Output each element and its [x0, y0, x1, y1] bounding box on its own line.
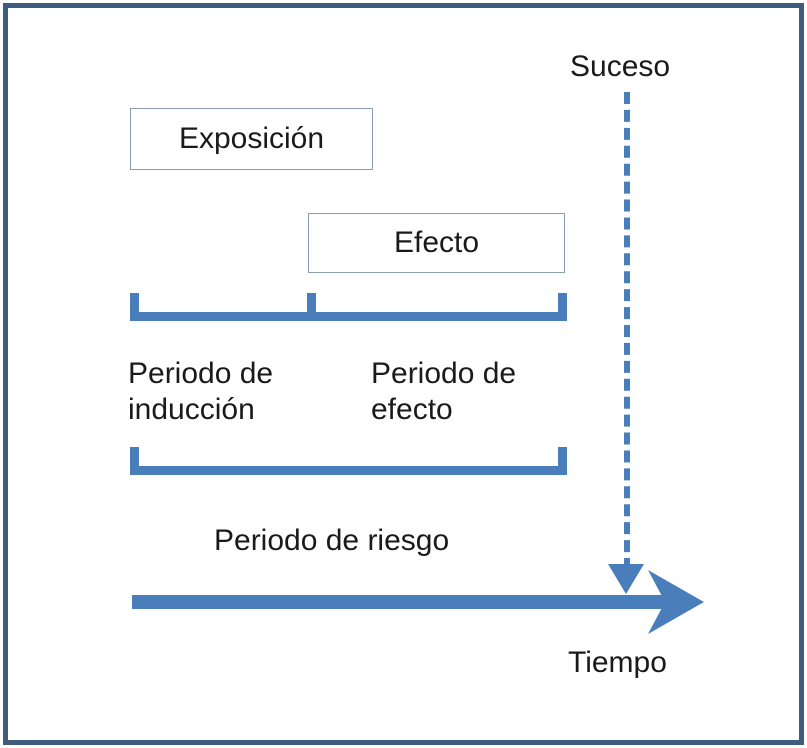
induccion-efecto-bracket-baseline [130, 312, 567, 321]
time-axis-arrowhead [648, 570, 704, 634]
induccion-efecto-bracket-tick-right [558, 293, 567, 315]
exposicion-box[interactable]: Exposición [130, 108, 373, 170]
riesgo-bracket-baseline [130, 466, 567, 475]
exposicion-box-label: Exposición [178, 122, 325, 155]
efecto-box[interactable]: Efecto [308, 213, 565, 273]
periodo-efecto-label: Periodo de efecto [371, 357, 517, 426]
periodo-riesgo-label: Periodo de riesgo [214, 524, 450, 557]
riesgo-bracket-tick-right [558, 447, 567, 469]
periodo-induccion-label: Periodo de inducción [128, 357, 274, 426]
induccion-efecto-bracket-tick-left [130, 293, 139, 315]
efecto-box-label: Efecto [393, 226, 480, 259]
suceso-label: Suceso [570, 50, 671, 83]
suceso-dashed-connector [624, 92, 630, 570]
riesgo-bracket-tick-left [130, 447, 139, 469]
tiempo-label: Tiempo [568, 646, 667, 679]
time-axis-line [132, 595, 665, 609]
induccion-efecto-bracket-tick-middle [307, 293, 316, 315]
suceso-down-arrowhead [608, 564, 644, 594]
